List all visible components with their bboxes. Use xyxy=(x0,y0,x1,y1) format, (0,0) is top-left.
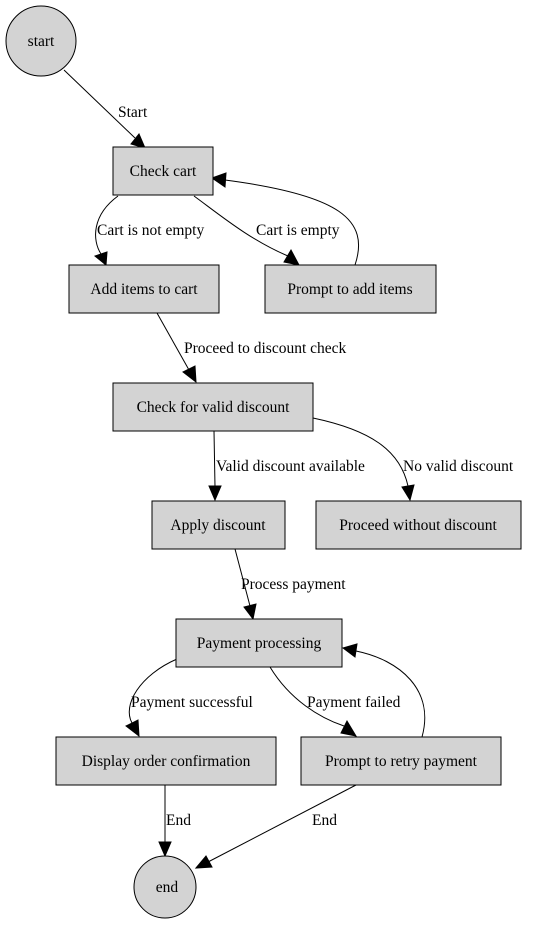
edge-arrowhead xyxy=(283,248,300,266)
edge-labels: Start Cart is not empty Cart is empty Pr… xyxy=(97,104,514,829)
edge-label-valid-discount: Valid discount available xyxy=(216,458,365,475)
edge-arrowhead xyxy=(341,643,358,658)
node-payment-processing: Payment processing xyxy=(175,618,343,668)
edge-label-end-from-retry: End xyxy=(312,812,337,829)
edge-retry-to-end xyxy=(207,784,357,863)
edge-payment-to-retry xyxy=(269,666,345,727)
edges xyxy=(63,69,426,869)
edge-arrowhead xyxy=(93,251,108,266)
edge-arrowhead xyxy=(401,484,415,502)
edge-label-end-from-confirmation: End xyxy=(166,812,191,829)
edge-label-cart-not-empty: Cart is not empty xyxy=(97,222,204,239)
node-prompt-add-label: Prompt to add items xyxy=(287,281,412,298)
edge-start-to-check-cart xyxy=(63,69,136,139)
edge-payment-to-confirmation xyxy=(128,658,178,724)
edge-arrowhead xyxy=(194,855,213,869)
node-add-items: Add items to cart xyxy=(68,264,220,314)
edge-arrowhead xyxy=(340,719,358,737)
node-start-label: start xyxy=(28,33,55,50)
node-start: start xyxy=(5,5,77,77)
node-end-label: end xyxy=(156,879,179,896)
node-confirmation: Display order confirmation xyxy=(55,736,277,786)
node-end: end xyxy=(133,855,197,919)
edge-check-discount-to-apply xyxy=(213,430,216,488)
edge-arrowhead xyxy=(208,485,222,502)
edge-apply-to-payment xyxy=(234,548,251,607)
node-check-discount: Check for valid discount xyxy=(112,382,314,432)
node-retry-payment: Prompt to retry payment xyxy=(300,736,502,786)
edge-arrowhead xyxy=(125,719,140,738)
edge-arrowhead xyxy=(243,603,257,621)
edge-check-cart-to-prompt-add xyxy=(193,195,289,257)
edge-prompt-add-to-check-cart xyxy=(224,179,360,266)
edge-arrowhead xyxy=(130,133,146,149)
edge-label-start: Start xyxy=(118,104,148,121)
node-apply-discount: Apply discount xyxy=(151,500,286,550)
nodes: start Check cart Add items to cart Promp… xyxy=(5,5,522,919)
node-add-items-label: Add items to cart xyxy=(90,281,198,298)
node-confirmation-label: Display order confirmation xyxy=(82,753,251,770)
edge-label-proceed-discount-check: Proceed to discount check xyxy=(184,340,347,357)
node-retry-payment-label: Prompt to retry payment xyxy=(325,753,478,770)
node-payment-processing-label: Payment processing xyxy=(197,635,322,652)
node-no-discount-label: Proceed without discount xyxy=(339,517,497,534)
edge-label-cart-empty: Cart is empty xyxy=(256,222,340,239)
edge-check-discount-to-no-discount xyxy=(312,417,409,487)
edge-label-process-payment: Process payment xyxy=(241,576,346,593)
node-apply-discount-label: Apply discount xyxy=(170,517,266,534)
edge-arrowhead xyxy=(182,365,197,384)
edge-label-no-valid-discount: No valid discount xyxy=(403,458,514,475)
edge-check-cart-to-add-items xyxy=(95,195,119,255)
node-no-discount: Proceed without discount xyxy=(315,500,522,550)
edge-add-items-to-check-discount xyxy=(156,312,190,371)
node-check-discount-label: Check for valid discount xyxy=(137,399,291,416)
node-check-cart-label: Check cart xyxy=(130,163,197,180)
edge-label-payment-successful: Payment successful xyxy=(131,694,253,711)
edge-arrowhead xyxy=(210,172,227,188)
edge-retry-to-payment xyxy=(355,650,426,738)
edge-arrowhead xyxy=(158,841,172,858)
node-prompt-add: Prompt to add items xyxy=(264,264,437,314)
node-check-cart: Check cart xyxy=(112,146,214,196)
edge-label-payment-failed: Payment failed xyxy=(307,694,401,711)
